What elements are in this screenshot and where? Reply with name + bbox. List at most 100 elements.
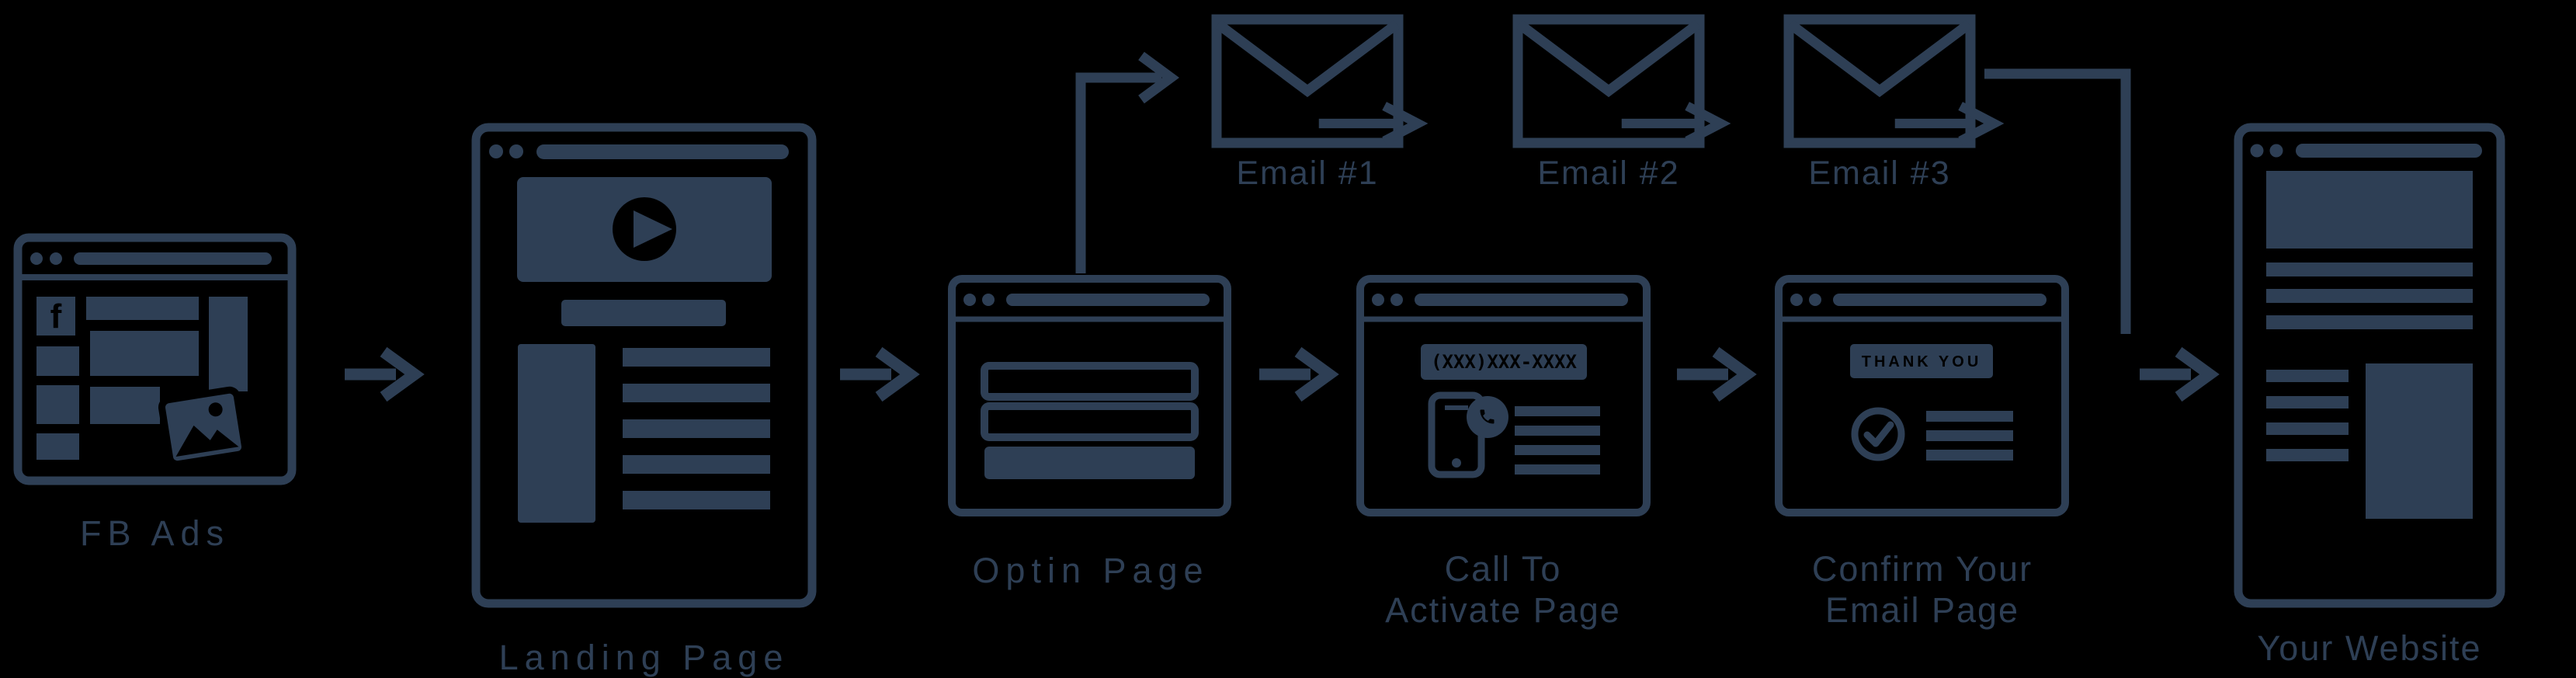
hero-block <box>2266 171 2473 249</box>
browser-chrome <box>1775 275 2069 516</box>
call-to-activate-label: Call To Activate Page <box>1340 548 1666 631</box>
website-content <box>2266 171 2473 519</box>
text-line <box>623 348 770 367</box>
window-dot-icon <box>1372 294 1384 306</box>
browser-chrome <box>471 123 817 608</box>
address-bar <box>1415 294 1628 306</box>
landing-page-browser-icon <box>471 123 817 608</box>
landing-page-label: Landing Page <box>498 638 790 677</box>
address-bar <box>1006 294 1210 306</box>
text-line <box>623 384 770 402</box>
phone-number-field: (XXX)XXX-XXXX <box>1421 344 1587 380</box>
arrow-fb-to-landing-icon <box>342 344 427 405</box>
call-to-activate-label-line1: Call To <box>1444 549 1562 589</box>
window-dot-icon <box>509 144 523 158</box>
confirm-email-browser-icon: THANK YOU <box>1775 275 2069 516</box>
email-3-label: Email #3 <box>1808 155 1951 192</box>
window-dot-icon <box>1390 294 1403 306</box>
window-dot-icon <box>1790 294 1803 306</box>
text-line <box>2266 289 2473 303</box>
text-line <box>2266 315 2473 329</box>
optin-form <box>981 362 1199 479</box>
form-field <box>981 362 1199 401</box>
photo-ad-icon <box>158 386 249 468</box>
fb-ads-window: f <box>13 233 297 485</box>
address-bar <box>536 144 789 159</box>
address-bar <box>1833 294 2047 306</box>
email-1-label: Email #1 <box>1236 155 1379 192</box>
thank-you-button: THANK YOU <box>1850 344 1993 378</box>
optin-page-window <box>947 274 1232 517</box>
email3-to-website-connector-line <box>1984 68 2131 334</box>
call-to-activate-label-line2: Activate Page <box>1385 590 1621 631</box>
play-icon <box>634 210 672 248</box>
form-field <box>981 402 1199 441</box>
arrow-call-to-confirm-icon <box>1674 344 1759 405</box>
your-website-browser-icon <box>2234 123 2505 608</box>
sun-icon <box>208 402 223 417</box>
window-dot-icon <box>1809 294 1821 306</box>
call-to-activate-browser-icon: (XXX)XXX-XXXX <box>1356 275 1651 516</box>
your-website-window <box>2234 123 2505 608</box>
checkmark-circle-icon <box>1851 407 1905 461</box>
call-badge-icon <box>1467 396 1508 438</box>
call-to-activate-window: (XXX)XXX-XXXX <box>1356 274 1651 517</box>
facebook-f-letter: f <box>50 297 62 336</box>
text-lines <box>1515 406 1600 475</box>
browser-chrome <box>1356 275 1651 516</box>
browser-chrome <box>948 275 1231 516</box>
cta-button-block <box>561 300 726 326</box>
text-line <box>2266 263 2473 276</box>
arrow-optin-to-call-icon <box>1256 344 1342 405</box>
window-dot-icon <box>2269 144 2283 158</box>
arrow-email1-to-email2-icon <box>1316 98 1432 149</box>
optin-page-browser-icon <box>948 275 1231 516</box>
window-dot-icon <box>963 294 976 306</box>
optin-page-label: Optin Page <box>972 551 1210 590</box>
browser-chrome <box>2234 123 2505 608</box>
window-dot-icon <box>489 144 503 158</box>
arrow-email3-onward-icon <box>1892 98 2008 149</box>
video-player-icon <box>517 177 772 282</box>
email-2-label: Email #2 <box>1537 155 1680 192</box>
window-dot-icon <box>2250 144 2264 158</box>
window-dot-icon <box>982 294 995 306</box>
arrow-email2-to-email3-icon <box>1619 98 1735 149</box>
confirm-email-label: Confirm Your Email Page <box>1759 548 2085 631</box>
sidebar-ad-block <box>209 297 248 391</box>
confirm-email-label-line1: Confirm Your <box>1811 549 2033 589</box>
thank-you-text: THANK YOU <box>1862 353 1982 370</box>
text-line <box>2266 449 2349 461</box>
confirm-email-window: THANK YOU <box>1774 274 2070 517</box>
image-placeholder-block <box>2366 363 2473 519</box>
optin-to-email1-arrowhead-icon <box>1138 51 1179 104</box>
fb-ads-browser-icon: f <box>13 233 297 485</box>
fb-ads-label: FB Ads <box>79 513 231 553</box>
address-bar <box>74 252 272 265</box>
window-dot-icon <box>30 252 43 265</box>
address-bar <box>2296 144 2482 158</box>
mountains-icon <box>175 425 239 457</box>
submit-button-block <box>984 447 1195 479</box>
your-website-label: Your Website <box>2257 628 2482 668</box>
optin-to-email1-connector-line <box>1075 72 1161 273</box>
text-line <box>623 491 770 509</box>
text-line <box>2266 422 2349 435</box>
phone-number-text: (XXX)XXX-XXXX <box>1431 351 1577 373</box>
image-placeholder-block <box>518 344 595 523</box>
text-line <box>623 419 770 438</box>
arrow-to-website-icon <box>2137 344 2222 405</box>
landing-page-window <box>471 123 817 608</box>
browser-chrome <box>13 233 297 485</box>
arrow-landing-to-optin-icon <box>837 344 922 405</box>
window-dot-icon <box>50 252 62 265</box>
facebook-logo-icon <box>36 297 75 336</box>
text-line <box>2266 396 2349 409</box>
text-line <box>623 455 770 474</box>
text-lines <box>1926 411 2013 461</box>
facebook-ad-layout: f <box>36 297 249 468</box>
confirm-email-label-line2: Email Page <box>1824 590 2020 631</box>
content-section <box>518 344 770 523</box>
